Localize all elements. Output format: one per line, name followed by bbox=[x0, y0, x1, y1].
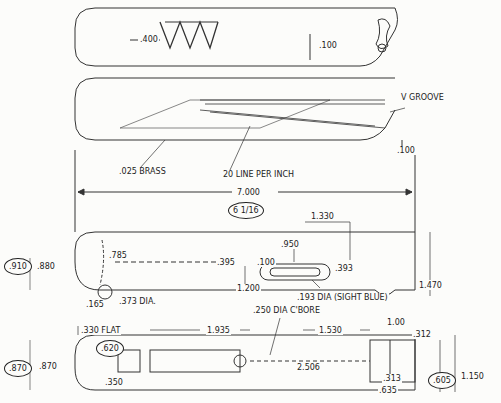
circled-dimension: 6 1/16 bbox=[228, 202, 264, 219]
dimension-label: 1.935 bbox=[206, 326, 231, 335]
dimension-label: 1.330 bbox=[310, 212, 335, 221]
dimension-label: .870 bbox=[38, 362, 58, 371]
dimension-label: 20 LINE PER INCH bbox=[222, 170, 295, 179]
circled-dimension: .605 bbox=[428, 372, 456, 389]
dimension-label: 2.506 bbox=[296, 363, 321, 372]
dimension-label: 7.000 bbox=[236, 188, 261, 197]
dimension-label: 1.00 bbox=[386, 318, 406, 327]
circled-dimension: .910 bbox=[4, 258, 32, 275]
dimension-label: .100 bbox=[256, 258, 276, 267]
dimension-label: .330 FLAT bbox=[80, 326, 121, 335]
dimension-label: .100 bbox=[396, 146, 416, 155]
dimension-label: .393 bbox=[334, 264, 354, 273]
dimension-text: .620 bbox=[101, 344, 119, 353]
dimension-text: .605 bbox=[433, 376, 451, 385]
dimension-label: .400 bbox=[139, 35, 159, 44]
dimension-label: 1.530 bbox=[318, 326, 343, 335]
dimension-text: .910 bbox=[9, 262, 27, 271]
dimension-text: 6 1/16 bbox=[233, 206, 259, 215]
dimension-label: V GROOVE bbox=[400, 93, 445, 102]
dimension-label: .350 bbox=[104, 378, 124, 387]
dimension-label: 1.200 bbox=[236, 284, 261, 293]
dimension-label: .373 DIA. bbox=[118, 297, 157, 306]
dimension-label: .635 bbox=[378, 386, 398, 395]
dimension-label: .785 bbox=[108, 251, 128, 260]
dimension-label: .313 bbox=[382, 374, 402, 383]
dimension-label: 1.470 bbox=[418, 281, 443, 290]
dimension-label: .193 DIA (SIGHT BLUE) bbox=[296, 293, 389, 302]
dimension-label: .100 bbox=[318, 41, 338, 50]
dimension-label: .395 bbox=[216, 258, 236, 267]
dimension-label: 1.150 bbox=[460, 372, 485, 381]
dimension-label: .250 DIA C'BORE bbox=[252, 306, 321, 315]
dimension-label: .880 bbox=[36, 262, 56, 271]
circled-dimension: .620 bbox=[96, 340, 124, 357]
circled-dimension: .870 bbox=[4, 360, 32, 377]
dimension-label: .025 BRASS bbox=[118, 167, 167, 176]
dimension-label: .312 bbox=[412, 330, 432, 339]
dimension-label: .165 bbox=[85, 300, 105, 309]
dimension-text: .870 bbox=[9, 364, 27, 373]
dimension-label: .950 bbox=[280, 240, 300, 249]
